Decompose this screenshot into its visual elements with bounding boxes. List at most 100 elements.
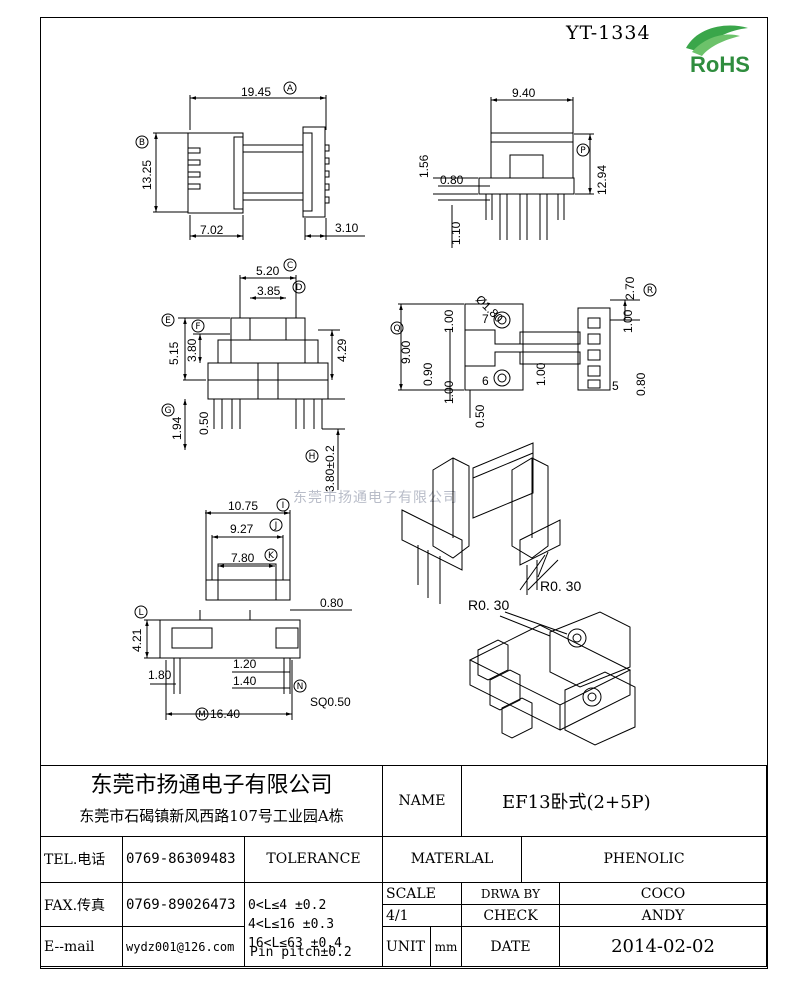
date-label: DATE — [461, 926, 560, 967]
dim-1-56: 1.56 — [417, 154, 431, 178]
scale-value: 4/1 — [382, 904, 462, 928]
dim-1-94: 1.94 — [170, 416, 184, 440]
dim-dia-1-80: Ø1.80 — [473, 292, 506, 325]
title-block: 东莞市扬通电子有限公司 东莞市石碣镇新风西路107号工业园A栋 NAME EF1… — [40, 765, 767, 967]
pin-5: 5 — [612, 379, 619, 393]
side-view — [433, 97, 594, 248]
dim-0-80-lower: 0.80 — [320, 596, 344, 610]
lower-view — [134, 498, 352, 721]
dim-0-50-front: 0.50 — [197, 411, 211, 435]
dim-2-70: 2.70 — [623, 276, 637, 300]
iso-view-top — [401, 442, 561, 604]
ref-h: H — [309, 452, 316, 462]
dim-1-40: 1.40 — [233, 674, 257, 688]
dim-10-75: 10.75 — [228, 499, 258, 513]
unit-value: mm — [430, 926, 462, 967]
radius-label-2: R0. 30 — [468, 597, 509, 613]
drawn-by-value: COCO — [559, 882, 767, 906]
ref-m: M — [198, 710, 206, 720]
email-value: wydz001@126.com — [122, 926, 245, 967]
part-number: YT-1334 — [566, 22, 651, 44]
dim-0-90: 0.90 — [421, 362, 435, 386]
ref-p: P — [580, 146, 586, 156]
tolerance-line-1: 0<L≤4 ±0.2 — [248, 898, 327, 914]
check-label: CHECK — [461, 904, 560, 928]
fax-value: 0769-89026473 — [122, 882, 245, 928]
email-label: E--mail — [40, 926, 123, 967]
tolerance-label: TOLERANCE — [244, 835, 383, 884]
dim-3-80-tol: 3.80±0.2 — [323, 445, 337, 492]
pin-pitch-tolerance: Pin pitch±0.2 — [250, 945, 352, 960]
ref-q: Q — [393, 324, 400, 334]
dim-1-00-d: 1.00 — [621, 309, 635, 333]
ref-c: C — [287, 261, 293, 271]
drawn-by-label: DRWA BY — [461, 882, 560, 906]
dim-0-80-side: 0.80 — [440, 173, 464, 187]
dim-3-80: 3.80 — [185, 338, 199, 362]
ref-a: A — [287, 84, 294, 94]
dim-9-00: 9.00 — [399, 340, 413, 364]
dim-1-80: 1.80 — [148, 668, 172, 682]
iso-view-bottom — [468, 611, 636, 746]
dim-7-02: 7.02 — [200, 223, 224, 237]
dim-4-21: 4.21 — [130, 628, 144, 652]
dim-13-25: 13.25 — [140, 160, 154, 190]
dim-9-40: 9.40 — [512, 86, 536, 100]
fax-label: FAX.传真 — [40, 882, 123, 928]
check-value: ANDY — [559, 904, 767, 928]
company-address: 东莞市石碣镇新风西路107号工业园A栋 — [79, 806, 344, 825]
dim-3-85: 3.85 — [257, 284, 281, 298]
tolerance-line-2: 4<L≤16 ±0.3 — [248, 917, 335, 933]
dim-1-00-b: 1.00 — [442, 380, 456, 404]
ref-g: G — [165, 406, 172, 416]
watermark: 东莞市扬通电子有限公司 — [293, 490, 458, 506]
ref-r: R — [647, 286, 653, 296]
dim-1-10: 1.10 — [449, 221, 463, 245]
dim-1-20: 1.20 — [233, 657, 257, 671]
dim-16-40: 16.40 — [210, 707, 240, 721]
pin-7: 7 — [482, 312, 489, 326]
dim-4-29: 4.29 — [335, 338, 349, 362]
unit-label: UNIT — [382, 926, 431, 967]
dim-19-45: 19.45 — [241, 85, 271, 99]
drawing-frame — [40, 17, 768, 969]
name-label: NAME — [382, 765, 462, 837]
scale-label: SCALE — [382, 882, 462, 906]
dim-12-94: 12.94 — [595, 165, 609, 195]
ref-j: J — [274, 521, 278, 531]
top-view — [135, 81, 365, 240]
rohs-text: RoHS — [690, 52, 750, 77]
ref-i: I — [282, 501, 285, 511]
ref-d: D — [296, 283, 303, 293]
dim-9-27: 9.27 — [230, 522, 254, 536]
ref-e: E — [165, 316, 171, 326]
rohs-logo: RoHS — [686, 25, 750, 77]
date-value: 2014-02-02 — [559, 926, 767, 967]
name-value: EF13卧式(2+5P) — [461, 765, 767, 837]
ref-f: F — [195, 322, 200, 332]
tel-label: TEL.电话 — [40, 835, 123, 884]
bottom-view — [390, 283, 657, 418]
dim-7-80: 7.80 — [231, 551, 255, 565]
radius-label-1: R0. 30 — [540, 578, 581, 594]
pin-6: 6 — [482, 374, 489, 388]
tolerance-line-3: 16<L≤63 ±0.4 — [248, 936, 342, 952]
ref-b: B — [139, 138, 145, 148]
dim-3-10: 3.10 — [335, 221, 359, 235]
dim-sq-0-50: SQ0.50 — [310, 695, 351, 709]
dim-0-80-bottom: 0.80 — [634, 372, 648, 396]
dim-1-00-a: 1.00 — [442, 309, 456, 333]
ref-n: N — [297, 682, 304, 692]
dim-0-50-bottom: 0.50 — [473, 404, 487, 428]
material-value: PHENOLIC — [521, 835, 767, 884]
tel-value: 0769-86309483 — [122, 835, 245, 884]
dim-5-15: 5.15 — [167, 341, 181, 365]
material-label: MATERLAL — [382, 835, 522, 884]
company-name: 东莞市扬通电子有限公司 — [90, 772, 333, 798]
ref-l: L — [138, 608, 143, 618]
dim-1-00-c: 1.00 — [534, 362, 548, 386]
ref-k: K — [268, 551, 275, 561]
dim-5-20: 5.20 — [256, 264, 280, 278]
front-view — [161, 258, 345, 490]
